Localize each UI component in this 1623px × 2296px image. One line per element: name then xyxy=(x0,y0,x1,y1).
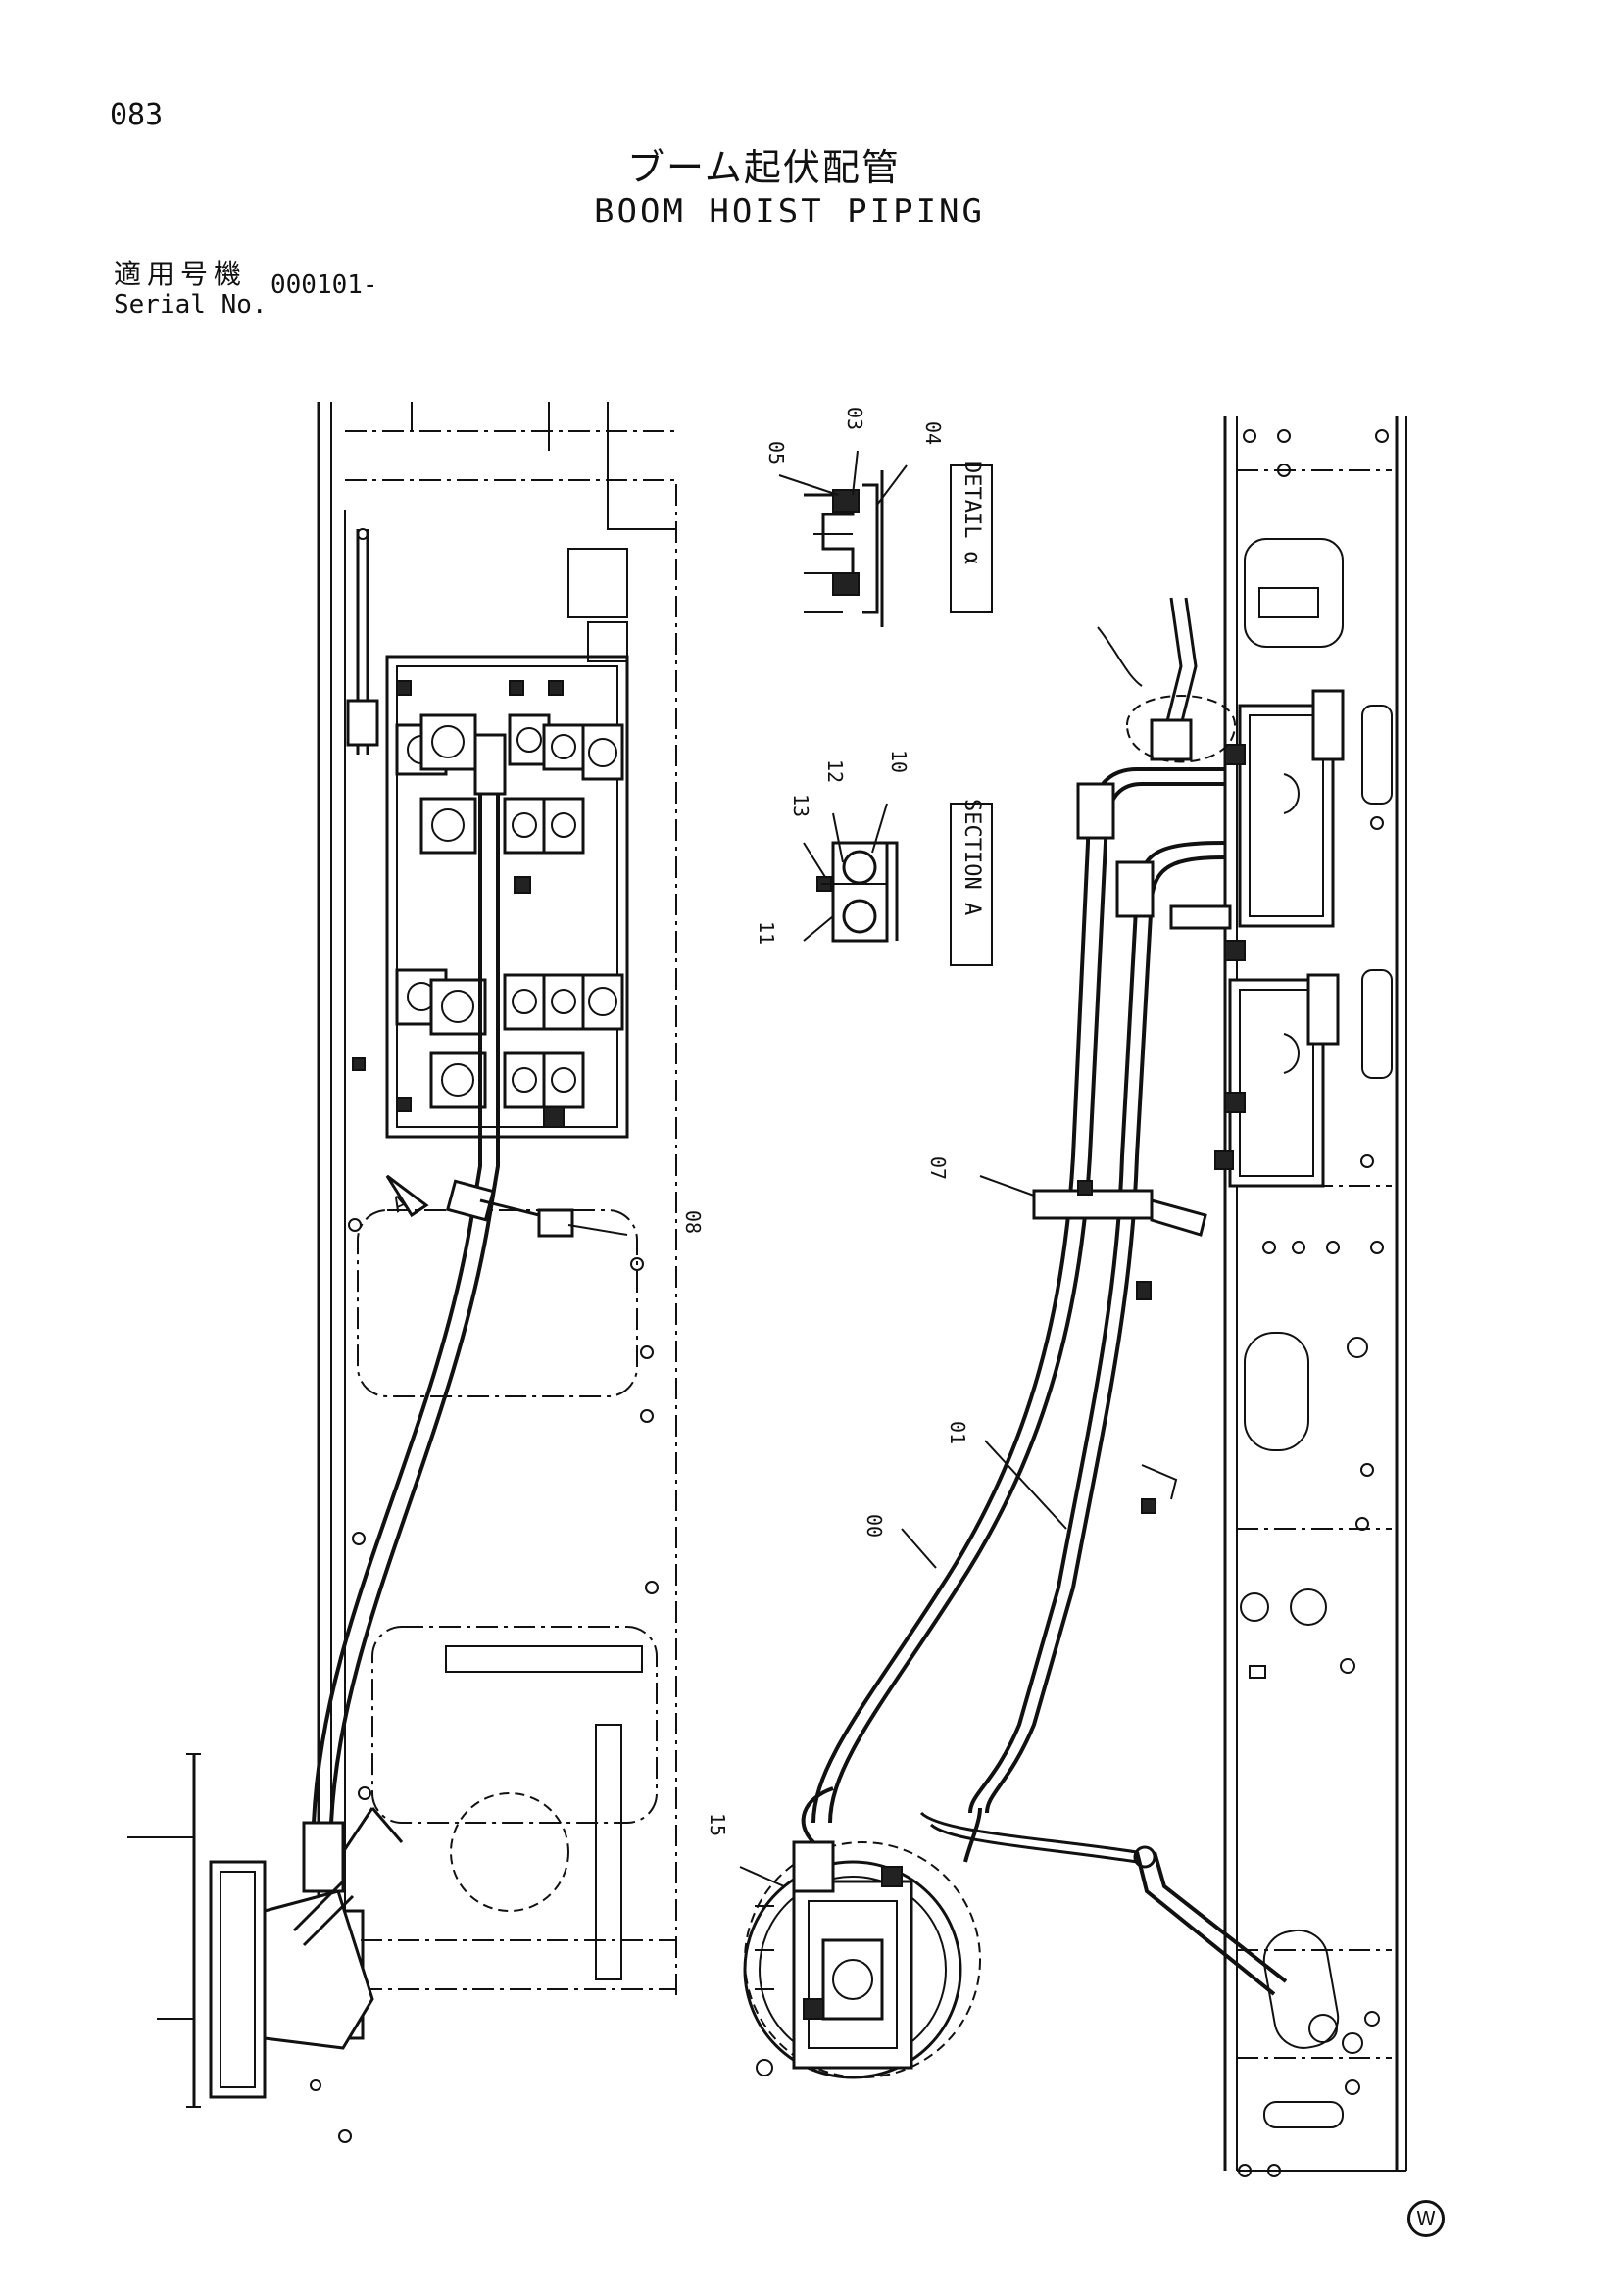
callout-07: 07 xyxy=(926,1156,950,1180)
callout-13: 13 xyxy=(789,794,812,817)
callout-00: 00 xyxy=(862,1514,886,1538)
callout-10: 10 xyxy=(887,750,910,773)
callout-05: 05 xyxy=(764,441,788,464)
detail-alpha-label: DETAIL α xyxy=(959,461,984,564)
callout-01: 01 xyxy=(946,1421,969,1444)
leader-lines xyxy=(567,1175,1067,1887)
right-frame xyxy=(1223,416,1407,2177)
manufacturer-logo: W xyxy=(1407,2200,1445,2237)
control-valve-block xyxy=(346,548,629,1139)
swing-motor xyxy=(743,1786,982,2079)
callout-08: 08 xyxy=(681,1210,705,1234)
view-arrow-a: A xyxy=(385,1174,429,1218)
callout-04: 04 xyxy=(921,421,945,445)
view-arrow-label: A xyxy=(389,1191,412,1218)
section-a-label: SECTION A xyxy=(959,799,984,915)
detail-alpha: 05 03 04 DETAIL α xyxy=(764,407,993,627)
serial-value: 000101- xyxy=(270,270,378,300)
right-hoses xyxy=(812,597,1288,1996)
callout-11: 11 xyxy=(755,921,778,945)
callout-12: 12 xyxy=(823,759,847,783)
left-motor xyxy=(127,1753,404,2108)
page-title: BOOM HOIST PIPING xyxy=(594,192,985,231)
left-hose xyxy=(312,733,574,1824)
serial-label-japanese: 適用号機 xyxy=(114,258,248,290)
callout-15: 15 xyxy=(706,1813,729,1836)
serial-label: Serial No. xyxy=(114,290,268,319)
page-title-japanese: ブーム起伏配管 xyxy=(627,146,901,189)
section-a: 13 12 10 11 SECTION A xyxy=(755,750,993,966)
right-valve-blocks xyxy=(1214,689,1345,1188)
page-number: 083 xyxy=(110,98,164,132)
callout-03: 03 xyxy=(843,407,866,430)
